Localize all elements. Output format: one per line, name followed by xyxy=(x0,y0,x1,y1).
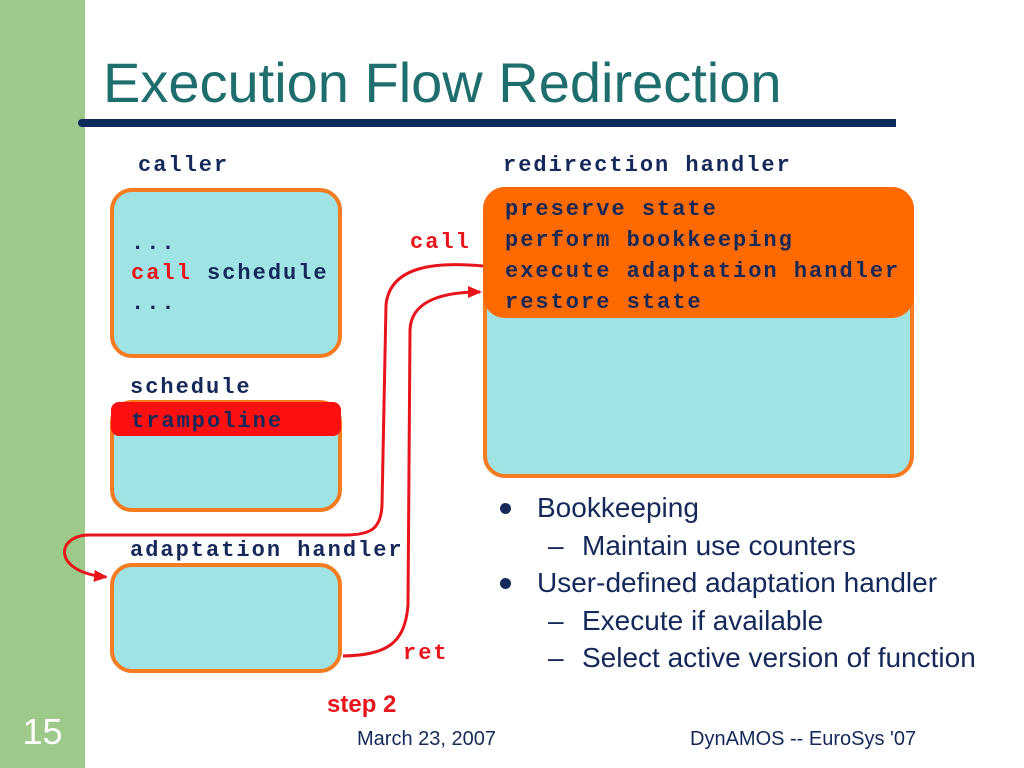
redirection-handler-label: redirection handler xyxy=(503,153,792,178)
adaptation-handler-box xyxy=(110,563,342,673)
sub-bullet-dash: – xyxy=(548,604,564,636)
bullet-dot-icon xyxy=(500,503,511,514)
caller-code-line: ... xyxy=(131,231,177,256)
title-underline xyxy=(78,119,896,127)
bullet-dot-icon xyxy=(500,578,511,589)
redirection-handler-steps-panel xyxy=(483,187,914,318)
call-keyword: call xyxy=(131,261,192,286)
green-sidebar xyxy=(0,0,85,768)
step-label: step 2 xyxy=(327,691,397,718)
sub-bullet-text: Select active version of function xyxy=(582,642,976,673)
bullet-text: User-defined adaptation handler xyxy=(537,567,938,598)
trampoline-label: trampoline xyxy=(131,409,284,434)
caller-call-line: call schedule xyxy=(131,259,329,289)
slide-number: 15 xyxy=(22,711,63,752)
call-target: schedule xyxy=(207,261,329,286)
return-arrow xyxy=(342,286,482,658)
handler-step: preserve state xyxy=(505,197,718,222)
adaptation-handler-label: adaptation handler xyxy=(130,538,404,563)
bullet-text: Bookkeeping xyxy=(537,492,699,523)
caller-code-line: ... xyxy=(131,291,177,316)
handler-step: perform bookkeeping xyxy=(505,228,794,253)
handler-step: execute adaptation handler xyxy=(505,259,901,284)
footer-event: DynAMOS -- EuroSys '07 xyxy=(690,728,917,750)
call-arrow-label: call xyxy=(410,230,471,255)
handler-step: restore state xyxy=(505,290,703,315)
caller-label: caller xyxy=(138,153,230,178)
sub-bullet-text: Maintain use counters xyxy=(582,529,856,561)
footer-date: March 23, 2007 xyxy=(357,728,496,750)
ret-arrow-label: ret xyxy=(403,641,449,666)
slide-title: Execution Flow Redirection xyxy=(103,51,782,114)
sub-bullet-dash: – xyxy=(548,529,564,561)
schedule-label: schedule xyxy=(130,375,252,400)
sub-bullet-text: Execute if available xyxy=(582,604,824,636)
caller-code: ... call schedule ... xyxy=(131,229,329,319)
sub-bullet-dash: – xyxy=(548,642,564,673)
redirection-handler-steps: preserve state perform bookkeeping execu… xyxy=(505,194,900,318)
